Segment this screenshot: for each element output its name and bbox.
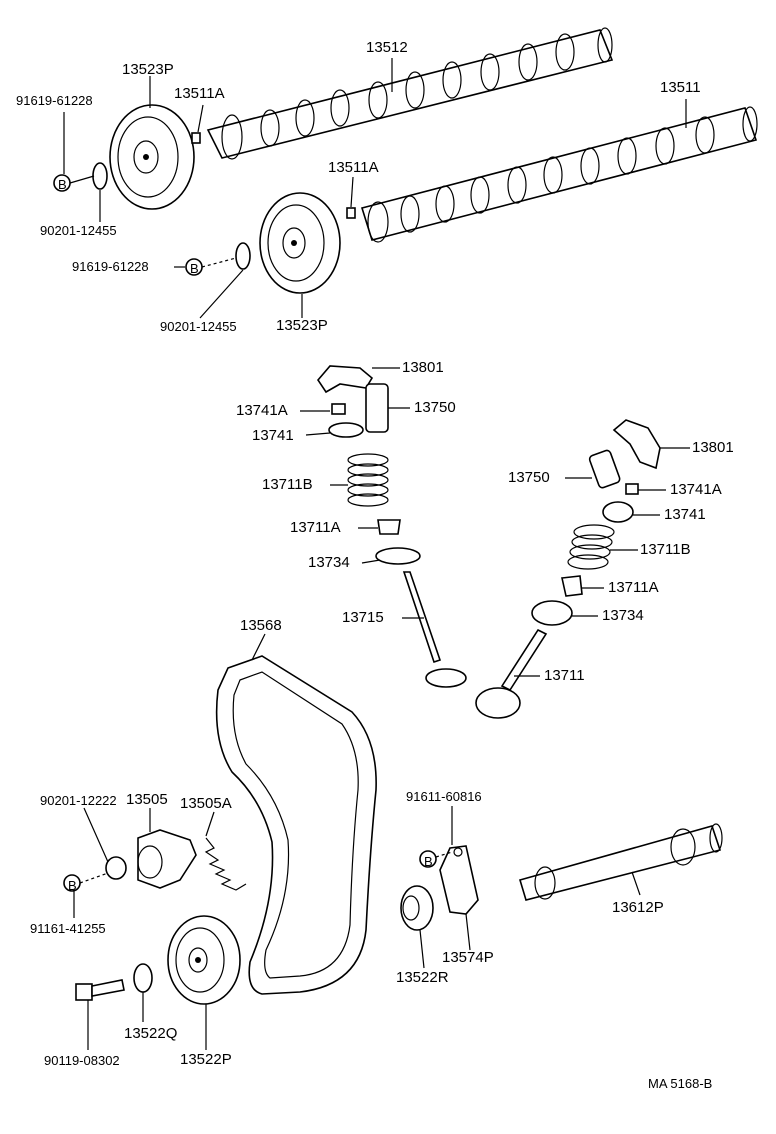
crank-pulley-13522P (167, 915, 241, 1005)
label-13511A-top: 13511A (174, 85, 225, 102)
label-13522P: 13522P (180, 1051, 232, 1068)
retainer-13711A-left (377, 519, 401, 535)
label-13741A-left: 13741A (236, 402, 288, 419)
plate-13574P (439, 845, 479, 915)
label-90201-12222: 90201-12222 (40, 793, 117, 808)
label-91161-41255: 91161-41255 (30, 921, 106, 936)
label-90201-12455-top: 90201-12455 (40, 223, 117, 238)
camshaft-13512 (206, 27, 614, 160)
bolt-marker-upper-text: B (58, 177, 67, 192)
label-13741-right: 13741 (664, 506, 706, 523)
bolt-marker-middle-text: B (190, 261, 199, 276)
spring-13711B-right (567, 524, 615, 570)
label-13711: 13711 (544, 667, 585, 684)
label-91611-60816: 91611-60816 (406, 789, 482, 804)
knock-pin-13511A-lower (346, 207, 356, 219)
valve-13715 (402, 571, 467, 688)
bolt-90119-08302 (75, 979, 125, 1001)
lash-adjuster-13750-left (365, 383, 389, 433)
leader-lines (63, 58, 690, 1050)
label-13512: 13512 (366, 39, 408, 56)
label-90201-12455-mid: 90201-12455 (160, 319, 237, 334)
washer-90201-12455-upper (92, 162, 108, 190)
label-91619-61228-mid: 91619-61228 (72, 259, 149, 274)
label-13711B-right: 13711B (640, 541, 691, 558)
seal-13741-left (328, 422, 364, 438)
washer-90201-12222 (105, 856, 127, 880)
washer-13522Q (133, 963, 153, 993)
tensioner-13505 (137, 829, 197, 889)
label-13715: 13715 (342, 609, 384, 626)
bolt-marker-tensioner-text: B (68, 878, 77, 893)
label-13511: 13511 (660, 79, 701, 96)
pulley-13523P-lower (259, 192, 341, 294)
label-13511A-mid: 13511A (328, 159, 379, 176)
pulley-13523P-upper (109, 104, 195, 210)
spring-seat-13734-right (531, 600, 573, 626)
label-13750-left: 13750 (414, 399, 456, 416)
valve-13711 (475, 628, 548, 719)
shim-13741A-left (331, 403, 346, 415)
label-13750-right: 13750 (508, 469, 550, 486)
label-13523P-top: 13523P (122, 61, 174, 78)
knock-pin-13511A-upper (191, 132, 201, 144)
label-13734-right: 13734 (602, 607, 644, 624)
label-13522R: 13522R (396, 969, 449, 986)
rocker-arm-13801-right (612, 419, 661, 470)
label-13711B-left: 13711B (262, 476, 313, 493)
lash-adjuster-13750-right (588, 449, 621, 489)
bolt-marker-plate-text: B (424, 854, 433, 869)
washer-90201-12455-lower (235, 242, 251, 270)
seal-13741-right (602, 501, 634, 523)
label-13741A-right: 13741A (670, 481, 722, 498)
retainer-13711A-right (561, 575, 583, 597)
label-90119-08302: 90119-08302 (44, 1053, 120, 1068)
label-13741-left: 13741 (252, 427, 294, 444)
label-13568: 13568 (240, 617, 282, 634)
shaft-13612P (518, 823, 723, 901)
guide-13522R (400, 885, 434, 931)
camshaft-13511 (360, 106, 758, 243)
label-13801-right: 13801 (692, 439, 734, 456)
label-13522Q: 13522Q (124, 1025, 178, 1042)
spring-seat-13734-left (375, 547, 421, 565)
spring-13505A (204, 837, 247, 891)
label-91619-61228-top: 91619-61228 (16, 93, 93, 108)
label-13711A-left: 13711A (290, 519, 341, 536)
spring-13711B-left (347, 453, 389, 507)
shim-13741A-right (625, 483, 639, 495)
bolt-marker-plate (419, 850, 437, 868)
timing-belt-13568 (215, 655, 377, 995)
label-13801-left: 13801 (402, 359, 444, 376)
label-13505A: 13505A (180, 795, 232, 812)
rocker-arm-13801-left (316, 365, 374, 394)
label-13505: 13505 (126, 791, 168, 808)
label-13574P: 13574P (442, 949, 494, 966)
label-13711A-right: 13711A (608, 579, 659, 596)
label-13523P-mid: 13523P (276, 317, 328, 334)
label-13612P: 13612P (612, 899, 664, 916)
label-13734-left: 13734 (308, 554, 350, 571)
figure-code: MA 5168-B (648, 1076, 713, 1091)
